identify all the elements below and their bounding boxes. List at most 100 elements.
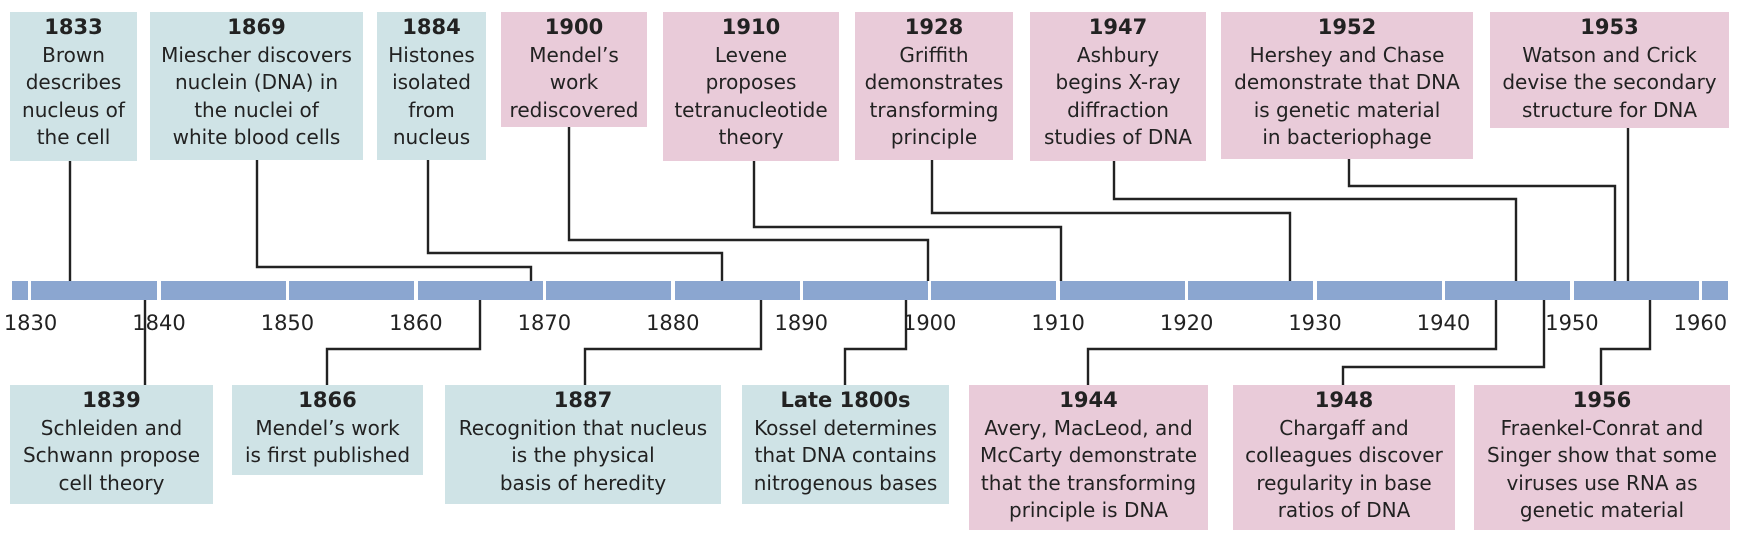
event-year: 1866 bbox=[298, 388, 357, 412]
event-description-line: from bbox=[408, 97, 455, 122]
event-description-line: diffraction bbox=[1067, 97, 1169, 122]
event-description-line: Mendel’s work bbox=[255, 415, 400, 440]
event-description-line: Hershey and Chase bbox=[1249, 42, 1445, 67]
event-year: 1884 bbox=[402, 15, 461, 39]
timeline-segment bbox=[1059, 281, 1185, 300]
event-description-line: Watson and Crick bbox=[1522, 42, 1697, 67]
event-description-line: Miescher discovers bbox=[161, 42, 352, 67]
event-description-line: structure for DNA bbox=[1521, 97, 1698, 122]
year-tick-label: 1880 bbox=[646, 311, 700, 335]
event-description-line: regularity in base bbox=[1256, 470, 1432, 495]
event-description-line: is genetic material bbox=[1253, 97, 1441, 122]
year-tick-label: 1940 bbox=[1416, 311, 1471, 335]
event-year: 1952 bbox=[1317, 15, 1377, 39]
event-description-line: Griffith bbox=[899, 42, 969, 67]
connector-line bbox=[843, 300, 908, 385]
event-description-line: isolated bbox=[392, 70, 471, 94]
connector-line bbox=[255, 160, 533, 281]
event-year: 1833 bbox=[44, 15, 103, 39]
timeline-segment bbox=[1573, 281, 1699, 300]
event-description-line: in bacteriophage bbox=[1262, 125, 1432, 149]
timeline-segment bbox=[289, 281, 415, 300]
event-year: 1928 bbox=[904, 15, 964, 39]
event-year: 1947 bbox=[1088, 15, 1148, 39]
timeline-segment bbox=[1702, 281, 1729, 300]
event-description-line: Avery, MacLeod, and bbox=[984, 415, 1193, 440]
year-tick-label: 1830 bbox=[3, 311, 58, 335]
event-description-line: Recognition that nucleus bbox=[458, 415, 708, 440]
timeline-segment bbox=[1445, 281, 1571, 300]
event-description-line: Chargaff and bbox=[1279, 415, 1409, 440]
event-description-line: colleagues discover bbox=[1245, 443, 1443, 467]
event-year: 1869 bbox=[227, 15, 286, 39]
event-description-line: devise the secondary bbox=[1502, 70, 1717, 94]
connector-line bbox=[1341, 300, 1546, 385]
event-description-line: nucleus of bbox=[22, 97, 125, 122]
event-description-line: theory bbox=[718, 125, 784, 149]
event-description-line: describes bbox=[25, 70, 122, 94]
timeline-segment bbox=[1188, 281, 1314, 300]
connector-line bbox=[325, 300, 482, 385]
year-tick-label: 1960 bbox=[1673, 311, 1728, 335]
event-description-line: that DNA contains bbox=[754, 443, 937, 467]
event-description-line: rediscovered bbox=[509, 97, 639, 122]
timeline-segment bbox=[160, 281, 286, 300]
event-description-line: Ashbury bbox=[1076, 42, 1160, 67]
event-description-line: demonstrates bbox=[864, 70, 1004, 94]
event-description-line: work bbox=[549, 70, 599, 94]
event-description-line: Schwann propose bbox=[22, 443, 201, 467]
event-description-line: principle bbox=[890, 125, 978, 149]
year-tick-label: 1850 bbox=[260, 311, 315, 335]
event-description-line: basis of heredity bbox=[499, 470, 667, 495]
event-year: 1910 bbox=[721, 15, 781, 39]
event-description-line: that the transforming bbox=[980, 470, 1197, 495]
timeline-segment bbox=[417, 281, 543, 300]
year-tick-label: 1920 bbox=[1159, 311, 1214, 335]
event-description-line: Brown bbox=[42, 42, 105, 67]
connector-line bbox=[1347, 159, 1617, 281]
event-year: 1900 bbox=[544, 15, 604, 39]
event-description-line: is the physical bbox=[511, 443, 655, 467]
event-year: 1839 bbox=[82, 388, 141, 412]
year-tick-label: 1860 bbox=[389, 311, 443, 335]
year-tick-label: 1950 bbox=[1545, 311, 1599, 335]
event-description-line: proposes bbox=[705, 70, 797, 94]
connector-line bbox=[752, 161, 1063, 281]
event-description-line: McCarty demonstrate bbox=[979, 443, 1197, 467]
event-description-line: Kossel determines bbox=[754, 415, 937, 440]
event-description-line: nuclein (DNA) in bbox=[174, 70, 339, 94]
event-description-line: is first published bbox=[244, 443, 411, 467]
event-description-line: Mendel’s bbox=[529, 42, 619, 67]
event-description-line: Histones bbox=[388, 42, 475, 67]
connector-line bbox=[567, 127, 930, 281]
event-description-line: the cell bbox=[36, 125, 111, 149]
year-tick-label: 1840 bbox=[132, 311, 186, 335]
event-description-line: Fraenkel-Conrat and bbox=[1500, 415, 1704, 440]
connector-line bbox=[930, 160, 1292, 281]
connector-line bbox=[583, 300, 763, 385]
event-description-line: tetranucleotide bbox=[674, 97, 828, 122]
year-tick-label: 1870 bbox=[517, 311, 572, 335]
event-description-line: nitrogenous bases bbox=[753, 470, 938, 495]
timeline-segment bbox=[1316, 281, 1442, 300]
event-description-line: cell theory bbox=[58, 470, 165, 495]
timeline-segment bbox=[931, 281, 1057, 300]
timeline-segment bbox=[546, 281, 672, 300]
event-description-line: transforming bbox=[869, 97, 999, 122]
event-description-line: nucleus bbox=[392, 125, 471, 149]
event-description-line: the nuclei of bbox=[194, 97, 319, 122]
event-year: 1944 bbox=[1059, 388, 1118, 412]
connector-line bbox=[1599, 300, 1652, 385]
